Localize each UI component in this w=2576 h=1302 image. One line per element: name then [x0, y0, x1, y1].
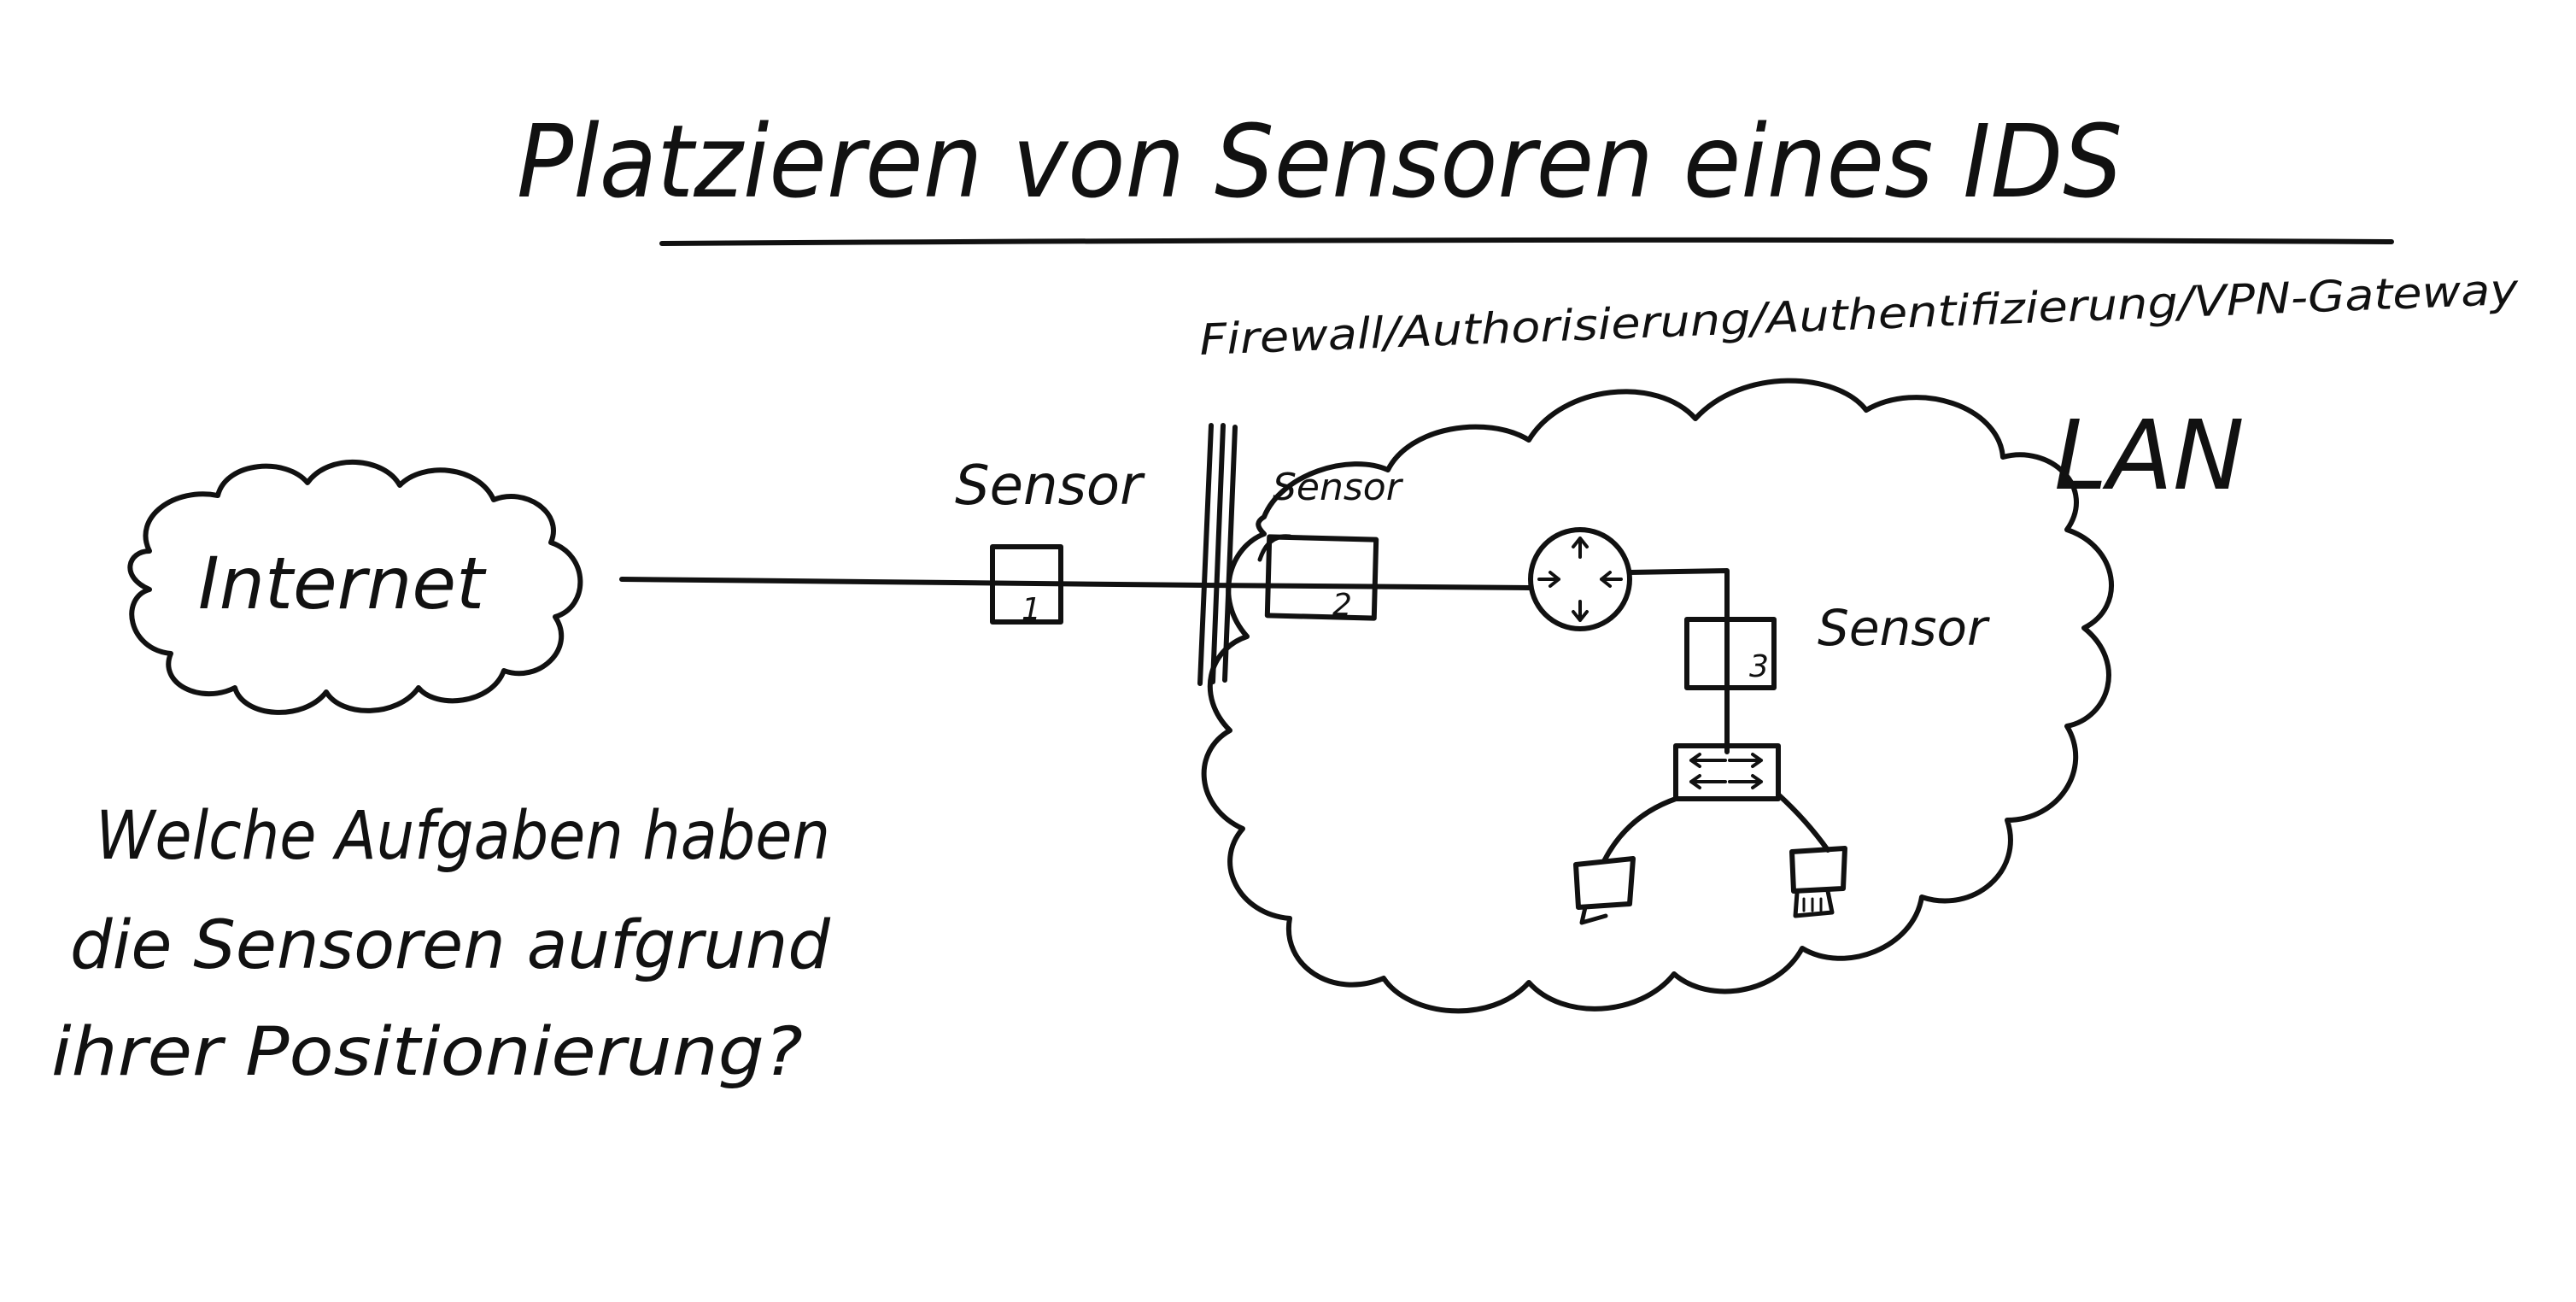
sensor-1: Sensor 1	[955, 455, 1145, 627]
sensor-3-label: Sensor	[1818, 599, 1990, 657]
firewall-label: Firewall/Authorisierung/Authentifizierun…	[1198, 265, 2520, 365]
question-line-1: Welche Aufgaben haben	[96, 798, 830, 875]
router-to-switch-line	[1627, 568, 1730, 754]
sensor-2-label: Sensor	[1273, 466, 1404, 509]
sensor-3-number: 3	[1749, 649, 1769, 684]
switch-to-host-left-line	[1601, 796, 1678, 864]
internet-label: Internet	[198, 542, 487, 625]
sensor-3: 3 Sensor	[1684, 599, 1990, 690]
sensor-2: Sensor 2	[1257, 466, 1404, 623]
main-link-line	[619, 577, 1531, 590]
question-line-3: ihrer Positionierung?	[51, 1014, 803, 1091]
question-line-2: die Sensoren aufgrund	[70, 907, 830, 984]
lan-label: LAN	[2054, 401, 2245, 512]
internet-cloud	[127, 459, 583, 715]
router-icon	[1528, 527, 1632, 631]
sensor-2-number: 2	[1332, 588, 1352, 623]
lan-cloud	[1201, 378, 2115, 1014]
sensor-1-box	[990, 544, 1063, 625]
sensor-3-box	[1684, 617, 1777, 690]
sensor-2-box	[1264, 534, 1379, 621]
host-left-icon	[1573, 856, 1636, 925]
diagram-title: Platzieren von Sensoren eines IDS	[517, 103, 2122, 220]
firewall-icon	[1197, 423, 1238, 686]
sensor-1-number: 1	[1022, 592, 1041, 627]
title-underline	[659, 237, 2394, 246]
host-right-icon	[1789, 846, 1847, 918]
sensor-1-label: Sensor	[955, 455, 1145, 518]
switch-icon	[1673, 743, 1781, 801]
switch-to-host-right-line	[1776, 792, 1830, 853]
